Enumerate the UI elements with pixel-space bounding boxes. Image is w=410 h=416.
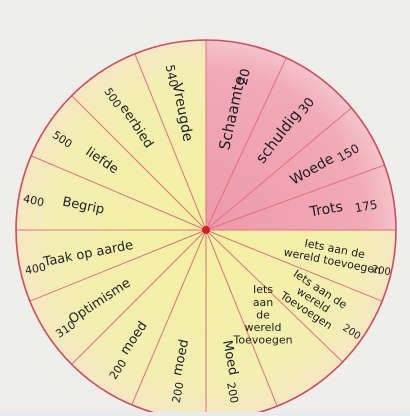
- segment-value: 20: [236, 67, 254, 86]
- segment-divider-line: [205, 57, 287, 231]
- segment-label-group-4: Trots 175: [308, 197, 379, 220]
- segment-divider-line: [71, 229, 207, 365]
- wheel-segment-16: [134, 40, 206, 230]
- wheel-segment-11: [29, 230, 207, 365]
- wheel-segment-15: [71, 53, 207, 231]
- segment-label-line: Trots: [308, 199, 345, 221]
- segment-divider-line: [205, 229, 344, 363]
- segment-value: 400: [24, 261, 47, 278]
- wheel-segment-2: [206, 57, 352, 230]
- wheel-segment-3: [206, 107, 385, 230]
- wheel-segment-5: [206, 230, 396, 302]
- wheel-segment-7: [206, 230, 343, 407]
- segment-divider-line: [134, 53, 207, 231]
- wheel-rim: [15, 39, 397, 416]
- segment-label-line: aan: [253, 296, 273, 309]
- segment-label: moed: [170, 338, 192, 377]
- segment-label-line: de: [256, 308, 270, 321]
- segment-label-group-8: Moed 200: [219, 339, 241, 404]
- wheel-segment-8: [206, 230, 278, 416]
- segment-value: 400: [22, 192, 45, 209]
- wheel-segment-4: [206, 165, 396, 230]
- wheel-segment-13: [16, 155, 206, 230]
- wheel-center-dot: [202, 226, 210, 234]
- segment-divider-line: [71, 95, 207, 231]
- segment-label: Moed: [219, 339, 240, 377]
- segment-divider-line: [205, 229, 383, 302]
- segment-divider-line: [30, 155, 207, 231]
- wheel-segment-10: [71, 230, 207, 405]
- wheel-segment-14: [31, 95, 206, 231]
- wheel-segments: [16, 39, 396, 416]
- wheel-spokes: [16, 40, 396, 416]
- segment-label: Trots: [308, 199, 345, 221]
- segment-label-line: Iets: [253, 283, 273, 296]
- segment-divider-line: [205, 164, 385, 231]
- wheel-segment-1: [206, 39, 287, 230]
- segment-divider-line: [131, 229, 207, 406]
- segment-label-line: Toevoegen: [233, 334, 293, 347]
- segment-label-line: moed: [170, 338, 192, 377]
- segment-label-line: wereld: [245, 321, 282, 334]
- segment-divider-line: [29, 229, 207, 302]
- segment-divider-line: [205, 229, 278, 407]
- segment-value: 200: [224, 381, 241, 404]
- wheel-segment-6: [206, 230, 383, 362]
- segment-value: 175: [354, 197, 379, 215]
- segment-value: 540: [163, 63, 181, 88]
- wheel-segment-9: [131, 230, 206, 416]
- segment-divider-line: [205, 107, 352, 231]
- segment-label-line: Moed: [219, 339, 240, 377]
- wheel-segment-12: [16, 230, 206, 302]
- segment-label-group-9: moed 200: [170, 338, 192, 404]
- segment-value: 200: [371, 264, 392, 278]
- segment-value: 200: [170, 381, 187, 404]
